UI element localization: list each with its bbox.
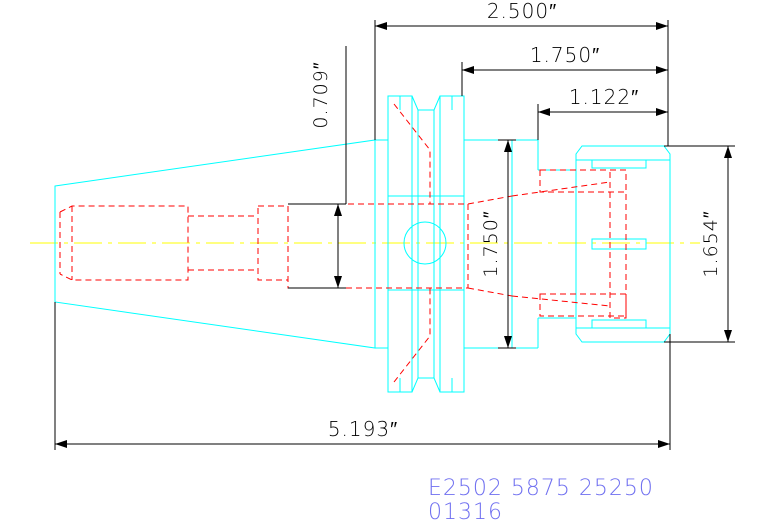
flange xyxy=(387,95,465,393)
hidden-features xyxy=(59,103,627,383)
body xyxy=(463,139,576,349)
dimension-label-1750-horizontal: 1.750″ xyxy=(530,43,600,67)
part-number-line-2: 01316 xyxy=(428,500,503,525)
part-number-line-1: E2502 5875 25250 xyxy=(428,476,654,501)
cross-hole xyxy=(403,221,447,265)
dimension-label-0709: 0.709″ xyxy=(310,61,332,128)
dimension-label-1750-vertical: 1.750″ xyxy=(480,210,502,277)
dimension-label-5193: 5.193″ xyxy=(328,417,398,441)
taper-shank xyxy=(54,139,388,349)
collet-nut xyxy=(575,145,671,343)
dimension-label-2500: 2.500″ xyxy=(487,0,557,23)
dimension-label-1654: 1.654″ xyxy=(700,210,722,277)
dimension-label-1122: 1.122″ xyxy=(569,85,639,109)
